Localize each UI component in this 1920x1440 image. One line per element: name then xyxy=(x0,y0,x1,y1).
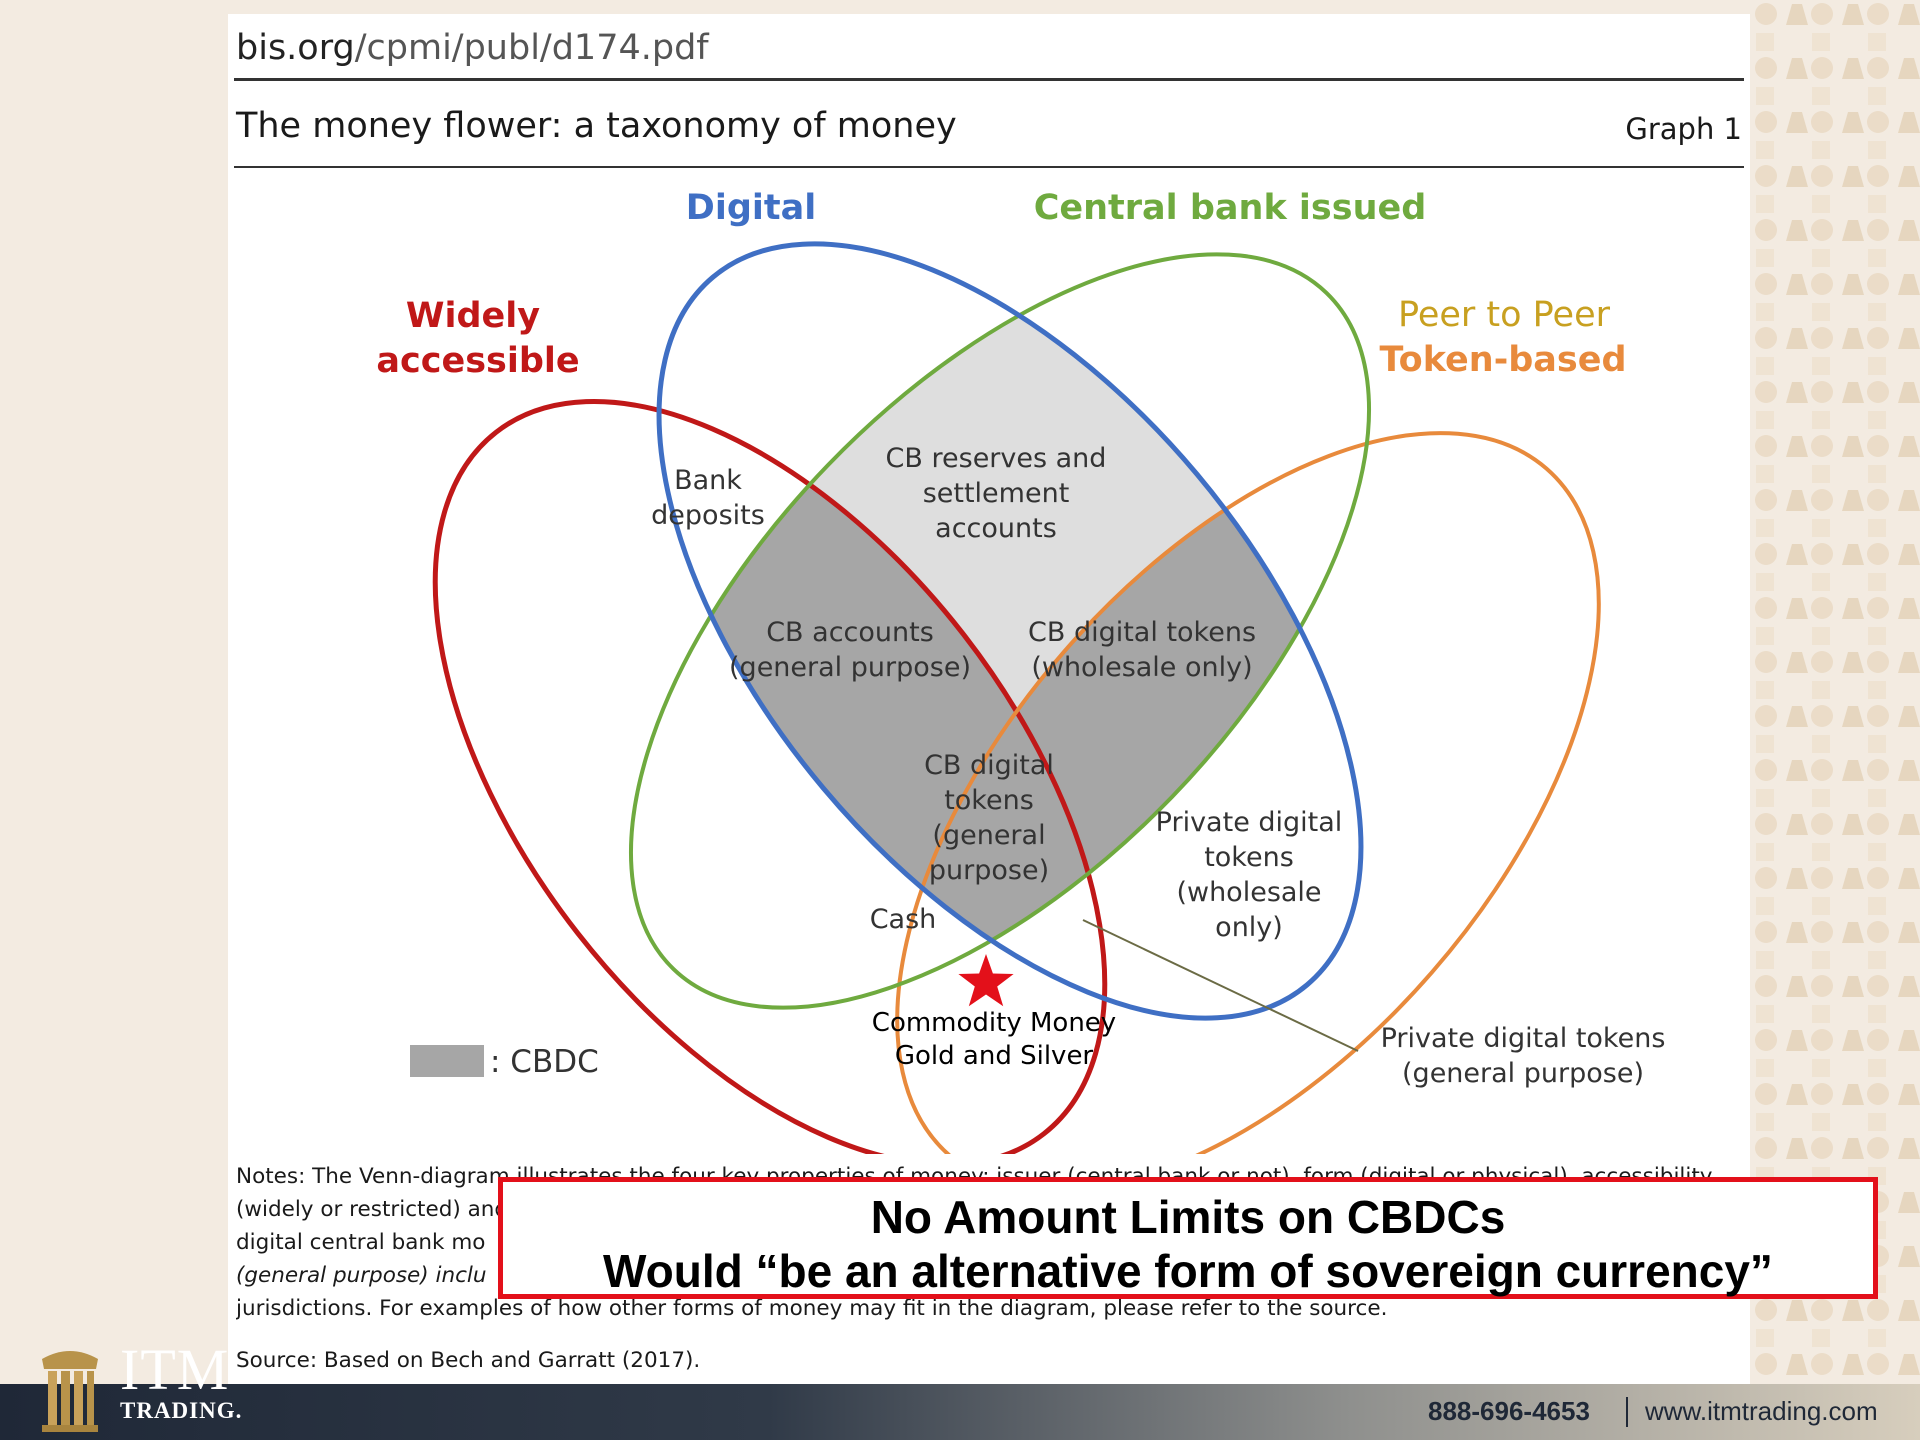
widely-accessible-ellipse xyxy=(432,399,1108,1154)
callout-box: No Amount Limits on CBDCs Would “be an a… xyxy=(498,1177,1878,1299)
footer-separator xyxy=(1626,1397,1628,1427)
star-icon xyxy=(958,954,1014,1007)
region-cb-reserves-3: accounts xyxy=(935,513,1057,544)
pointer-line xyxy=(1082,919,1359,1052)
notes-line-3: digital central bank mo xyxy=(236,1230,486,1255)
pdf-page: bis.org/cpmi/publ/d174.pdf The money flo… xyxy=(228,14,1750,1384)
brand-name: ITM xyxy=(120,1337,230,1402)
region-private-gp-1: Private digital tokens xyxy=(1381,1023,1666,1054)
figure-source: Source: Based on Bech and Garratt (2017)… xyxy=(236,1348,701,1373)
commodity-money-label-2: Gold and Silver xyxy=(895,1041,1094,1071)
footer-phone[interactable]: 888-696-4653 xyxy=(1428,1396,1590,1426)
region-cb-accounts-2: (general purpose) xyxy=(729,652,971,683)
notes-line-4: (general purpose) inclu xyxy=(236,1263,487,1288)
title-rule xyxy=(234,166,1744,168)
label-digital: Digital xyxy=(686,188,816,228)
money-flower-venn-diagram: Digital Central bank issued Widely acces… xyxy=(376,174,1666,1154)
callout-line-2: Would “be an alternative form of soverei… xyxy=(603,1245,1773,1297)
top-rule xyxy=(234,78,1744,81)
region-private-wholesale-4: only) xyxy=(1215,912,1283,943)
notes-line-5: jurisdictions. For examples of how other… xyxy=(236,1296,1388,1321)
label-p2p-2: Token-based xyxy=(1379,340,1626,380)
central-bank-ellipse xyxy=(629,252,1371,1010)
commodity-money-label-1: Commodity Money xyxy=(872,1008,1116,1038)
graph-number: Graph 1 xyxy=(1625,112,1742,146)
itm-pillar-logo-icon xyxy=(42,1351,98,1432)
region-cb-tokens-wholesale-2: (wholesale only) xyxy=(1031,652,1252,683)
region-cb-reserves-2: settlement xyxy=(923,478,1070,509)
label-widely-1: Widely xyxy=(406,296,540,336)
region-cb-tokens-gp-2: tokens xyxy=(944,785,1034,816)
region-private-wholesale-3: (wholesale xyxy=(1176,877,1321,908)
region-cb-tokens-gp-1: CB digital xyxy=(924,750,1054,781)
region-cb-tokens-gp-4: purpose) xyxy=(929,855,1049,886)
region-cb-reserves-1: CB reserves and xyxy=(886,443,1107,474)
region-cb-tokens-gp-3: (general xyxy=(932,820,1045,851)
figure-notes: Notes: The Venn-diagram illustrates the … xyxy=(236,1160,1736,1325)
label-p2p-1: Peer to Peer xyxy=(1398,295,1611,335)
region-private-wholesale-1: Private digital xyxy=(1156,807,1343,838)
brand-subtitle: TRADING. xyxy=(120,1398,243,1423)
legend-cbdc-label: : CBDC xyxy=(490,1044,599,1080)
notes-line-2: (widely or restricted) and xyxy=(236,1197,509,1222)
footer-website-link[interactable]: www.itmtrading.com xyxy=(1645,1396,1878,1426)
digital-ellipse xyxy=(656,241,1364,1021)
document-url[interactable]: bis.org/cpmi/publ/d174.pdf xyxy=(236,28,709,68)
region-bank-deposits-2: deposits xyxy=(651,500,765,531)
label-central-bank: Central bank issued xyxy=(1034,188,1427,228)
peer-to-peer-ellipse xyxy=(895,431,1601,1154)
region-cb-tokens-wholesale-1: CB digital tokens xyxy=(1028,617,1256,648)
region-private-wholesale-2: tokens xyxy=(1204,842,1294,873)
footer-bar xyxy=(0,1384,1920,1440)
background-shape-pattern xyxy=(1752,0,1920,1380)
label-widely-2: accessible xyxy=(376,341,579,381)
callout-line-1: No Amount Limits on CBDCs xyxy=(870,1191,1506,1243)
region-private-gp-2: (general purpose) xyxy=(1402,1058,1644,1089)
region-cash: Cash xyxy=(870,904,937,935)
region-bank-deposits-1: Bank xyxy=(674,465,742,496)
region-cb-accounts-1: CB accounts xyxy=(766,617,934,648)
graph-title: The money flower: a taxonomy of money xyxy=(236,106,957,146)
legend-cbdc-swatch xyxy=(410,1045,484,1077)
